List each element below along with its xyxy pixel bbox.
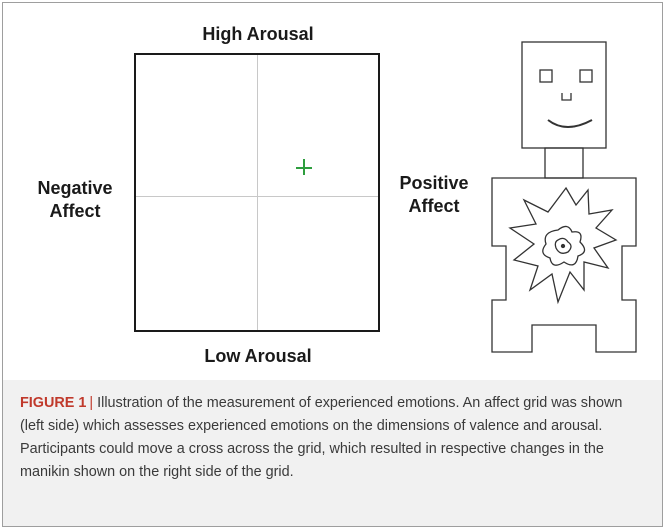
manikin-mouth bbox=[547, 119, 593, 128]
caption-text: Illustration of the measurement of exper… bbox=[20, 395, 623, 480]
manikin-inner-blob bbox=[542, 225, 586, 266]
manikin-outer-star bbox=[508, 186, 618, 305]
negative-affect-line1: Negative bbox=[37, 178, 113, 198]
positive-affect-label: Positive Affect bbox=[384, 172, 484, 218]
caption-separator: | bbox=[89, 395, 94, 411]
manikin-left-eye bbox=[539, 69, 553, 83]
grid-vertical-divider bbox=[257, 55, 258, 330]
negative-affect-line2: Affect bbox=[49, 201, 101, 221]
caption-background bbox=[3, 380, 662, 526]
positive-affect-line2: Affect bbox=[408, 196, 460, 216]
low-arousal-label: Low Arousal bbox=[204, 346, 312, 366]
figure-panel: High Arousal Low Arousal Negative Affect… bbox=[20, 24, 637, 366]
figure-label: FIGURE 1 bbox=[20, 395, 87, 411]
high-arousal-label: High Arousal bbox=[202, 24, 314, 44]
affect-grid[interactable] bbox=[134, 53, 380, 332]
manikin-right-eye bbox=[579, 69, 593, 83]
cross-marker-vertical[interactable] bbox=[303, 159, 305, 175]
negative-affect-label: Negative Affect bbox=[20, 177, 130, 223]
grid-horizontal-divider bbox=[136, 196, 378, 197]
positive-affect-line1: Positive bbox=[399, 173, 469, 193]
manikin-inner-dot bbox=[560, 243, 566, 249]
manikin-inner-core bbox=[554, 237, 572, 254]
manikin-neck bbox=[544, 147, 584, 179]
figure-caption: FIGURE 1|Illustration of the measurement… bbox=[20, 392, 650, 484]
manikin-body bbox=[491, 177, 637, 353]
manikin-figure-icon bbox=[491, 41, 637, 353]
manikin-head bbox=[521, 41, 607, 149]
manikin-nose bbox=[561, 93, 572, 101]
figure-frame bbox=[2, 2, 663, 527]
